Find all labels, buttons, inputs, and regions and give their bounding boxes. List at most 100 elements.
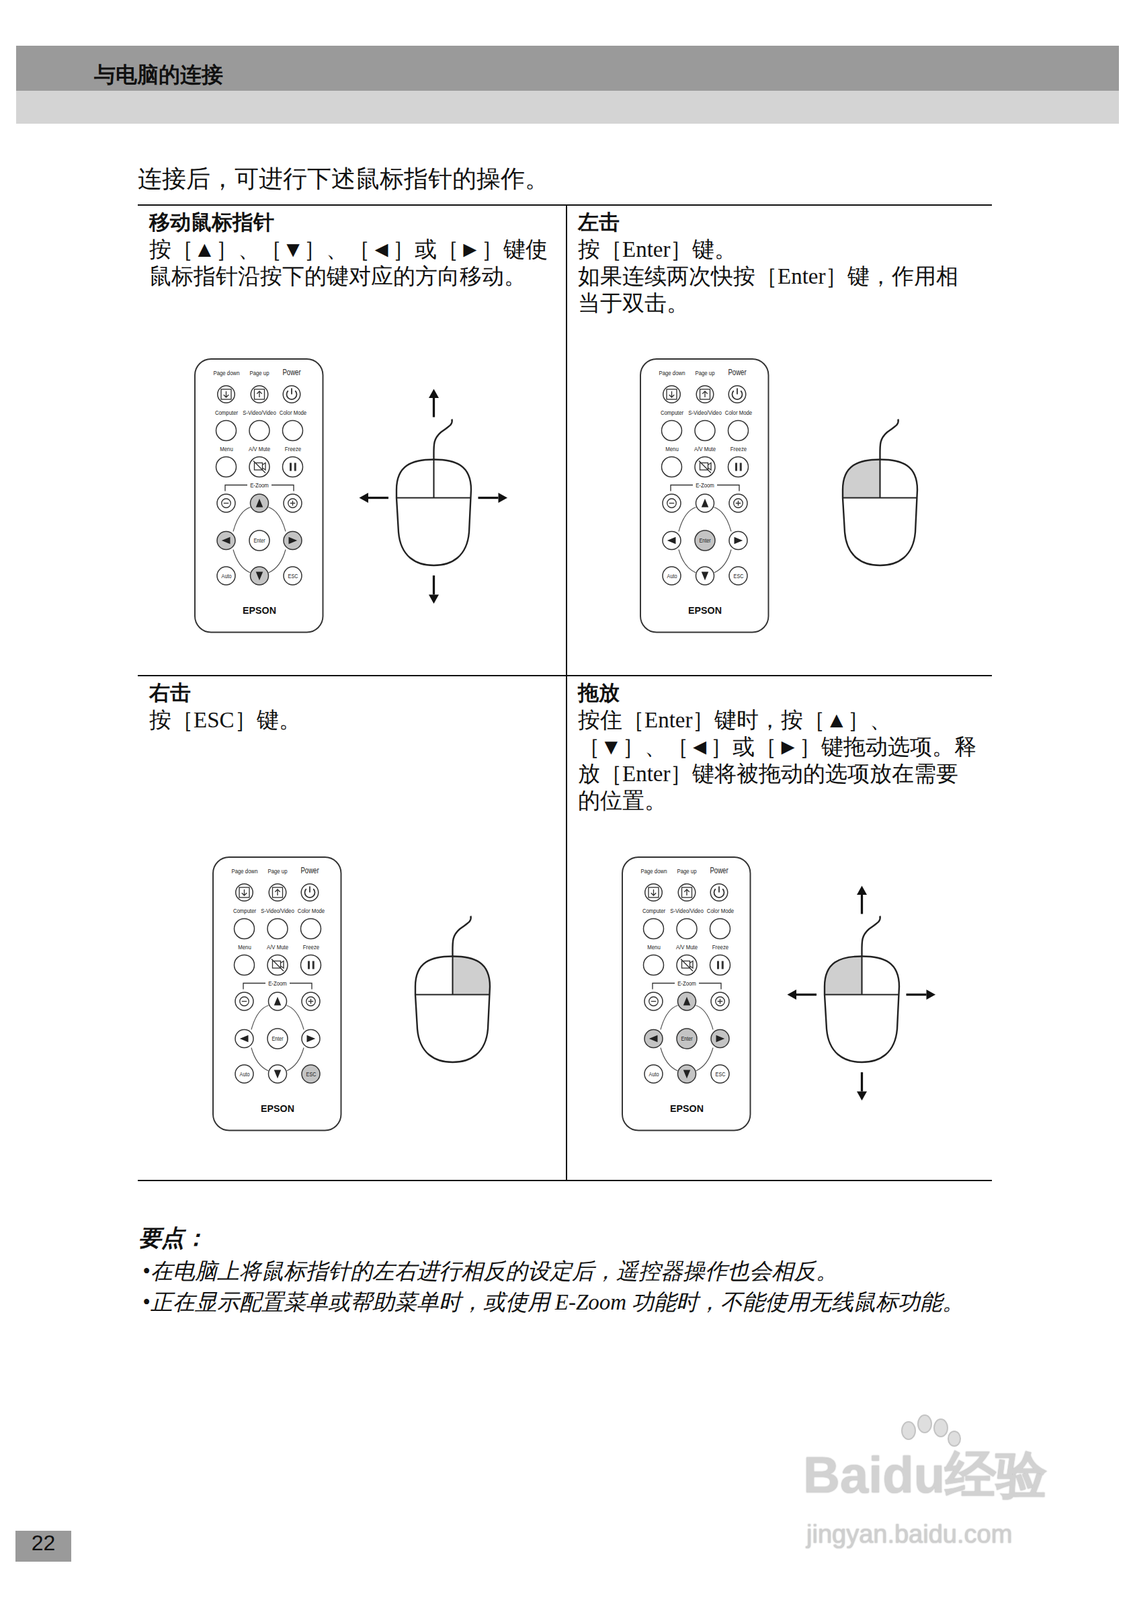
button-label: A/V Mute <box>248 445 271 453</box>
button-label: Color Mode <box>278 409 306 416</box>
button-label: Auto <box>221 572 232 579</box>
remote-button <box>696 566 715 585</box>
button-label: Computer <box>641 907 665 914</box>
cell-heading: 移动鼠标指针 <box>149 208 549 236</box>
remote-button <box>694 530 716 551</box>
freeze-icon <box>735 463 738 472</box>
direction-arrow <box>796 992 817 995</box>
button-label: Auto <box>666 572 677 579</box>
button-label: Page up <box>249 369 269 377</box>
remote-button <box>235 1064 254 1083</box>
button-label: Computer <box>232 907 256 914</box>
remote-body <box>622 856 751 1131</box>
remote-button <box>267 954 288 976</box>
button-label: Enter <box>698 537 711 544</box>
remote-body <box>213 856 342 1131</box>
direction-arrow <box>860 894 863 914</box>
mouse-button <box>880 458 918 498</box>
cell-body: 按［ESC］键。 <box>149 706 549 734</box>
remote-button <box>249 420 270 441</box>
mouse-split <box>842 458 918 498</box>
cell-body: 按住［Enter］键时，按［▲］、［▼］、［◄］或［►］键拖动选项。释放［Ent… <box>577 706 978 814</box>
watermark-url: jingyan.baidu.com <box>806 1520 1013 1549</box>
remote-button <box>678 1064 697 1083</box>
remote-button <box>282 420 304 441</box>
watermark-paw <box>901 1414 961 1446</box>
button-label: ESC <box>733 572 744 579</box>
remote-button <box>694 456 716 478</box>
freeze-icon <box>307 960 310 970</box>
power-icon <box>732 388 743 400</box>
button-label: Page up <box>676 867 697 875</box>
remote-button <box>711 991 730 1011</box>
remote-button <box>643 918 664 939</box>
zoom-icon <box>290 500 296 507</box>
button-icon <box>272 887 283 898</box>
power-icon <box>714 886 725 898</box>
page-number-box <box>15 1530 72 1562</box>
mouse-split <box>415 955 490 994</box>
cell-heading: 拖放 <box>577 679 978 707</box>
zoom-icon <box>308 998 314 1005</box>
arrow-key-icon <box>701 498 709 508</box>
mute-icon <box>680 958 693 972</box>
zoom-icon <box>667 498 677 509</box>
arrow-key-icon <box>239 1034 249 1043</box>
arrow-key-icon <box>274 996 282 1006</box>
zoom-icon <box>221 498 232 509</box>
remote-button <box>728 456 749 478</box>
zoom-icon <box>288 498 298 509</box>
remote-button <box>268 991 287 1011</box>
remote-button <box>217 493 236 513</box>
arrow-key-icon <box>274 1069 282 1079</box>
arrow-key-icon <box>734 536 744 545</box>
button-label: Page up <box>694 369 715 377</box>
remote-button <box>643 954 664 976</box>
remote-button <box>645 883 663 902</box>
freeze-icon <box>721 960 724 970</box>
direction-arrow <box>368 495 389 498</box>
remote-button <box>710 918 731 939</box>
arrowhead <box>856 885 867 895</box>
mouse-button <box>434 458 472 498</box>
freeze-icon <box>294 463 297 472</box>
arrow-key-icon <box>221 536 231 545</box>
button-icon <box>700 389 711 400</box>
remote-button <box>249 530 270 551</box>
button-label: Power <box>282 368 301 377</box>
mouse-cable <box>879 418 898 459</box>
mouse-split <box>396 458 472 498</box>
arrow-key-icon <box>683 1069 691 1079</box>
button-icon <box>669 391 675 398</box>
cell-body: 如果连续两次快按［Enter］键，作用相当于双击。 <box>577 262 978 317</box>
zoom-icon <box>306 996 316 1007</box>
button-label: Auto <box>648 1070 659 1077</box>
remote-button <box>694 420 716 441</box>
remote-body <box>640 358 769 633</box>
remote-button <box>283 566 302 585</box>
arrowhead <box>926 989 937 1000</box>
cell-body: 按［▲］、［▼］、［◄］或［►］键使鼠标指针沿按下的键对应的方向移动。 <box>149 235 549 290</box>
zoom-icon <box>223 502 230 504</box>
remote-button <box>235 883 254 902</box>
remote-button <box>235 1029 254 1048</box>
remote-button <box>663 385 681 404</box>
cell-heading: 左击 <box>577 208 978 236</box>
remote-button <box>249 456 270 478</box>
remote-button <box>282 385 301 404</box>
arrow-key-icon <box>288 536 298 545</box>
button-label: Color Mode <box>706 907 734 914</box>
remote-button <box>301 883 319 902</box>
button-label: Page up <box>267 867 287 875</box>
button-label: Power <box>709 866 728 875</box>
brand-name: EPSON <box>242 604 277 615</box>
button-icon <box>223 391 230 398</box>
mouse-cable <box>452 915 471 956</box>
mute-icon <box>253 461 266 474</box>
table-rule <box>137 204 992 1181</box>
mouse-button <box>415 955 453 994</box>
remote-button <box>267 1028 288 1049</box>
freeze-icon <box>289 463 292 472</box>
remote-button <box>662 531 681 550</box>
button-label: E-Zoom <box>695 481 715 489</box>
